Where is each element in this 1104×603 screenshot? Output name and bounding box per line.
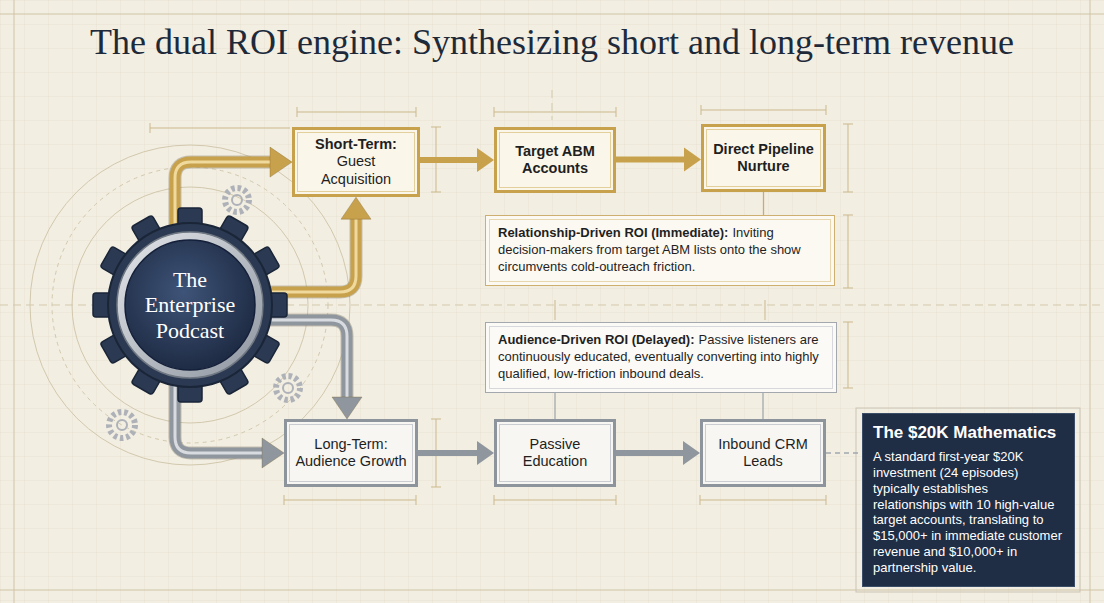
arrow-head [683,441,700,465]
arrow-head [684,148,701,172]
pipe-outline [260,217,356,292]
process-box: Short-Term:Guest Acquisition [292,127,420,197]
node-text: A standard first-year $20K investment (2… [873,449,1064,576]
process-box: Inbound CRM Leads [700,419,826,487]
connector [763,192,764,215]
process-box: Target ABM Accounts [494,127,616,193]
node-heading: Short-Term: [315,136,397,153]
connector-line [826,452,862,453]
connector-line [616,450,685,456]
node-heading: The $20K Mathematics [873,423,1064,443]
node-heading: Audience-Driven ROI (Delayed): [498,332,695,347]
connector [260,320,362,419]
node-text: Passive Education [503,436,607,471]
pipe-outline [260,320,347,399]
node-text: The Enterprise Podcast [130,267,250,343]
arrow-head [262,438,284,468]
pipe-highlight [260,217,356,292]
arrow-head [332,397,362,419]
connector-line [616,157,686,163]
small-gears [109,188,300,438]
node-text: Guest Acquisition [301,153,411,188]
connector [616,148,701,172]
connector [420,148,494,172]
callout-box: Audience-Driven ROI (Delayed):Passive li… [485,322,837,393]
connector-line [762,393,763,419]
node-text: Audience Growth [295,453,406,470]
node-text: Inbound CRM Leads [709,436,817,471]
podcast-gear: The Enterprise Podcast [90,205,290,405]
process-box: Long-Term:Audience Growth [284,419,418,487]
connector [616,441,700,465]
node-text: Direct Pipeline Nurture [710,141,817,176]
process-box: Passive Education [494,419,616,487]
connector-line [554,393,555,419]
node-text: Target ABM Accounts [503,143,607,178]
arrow-head [477,441,494,465]
arrow-head [477,148,494,172]
arrow-head [270,147,292,177]
connector [418,441,494,465]
panel-frame [856,408,1080,592]
node-heading: Relationship-Driven ROI (Immediate): [498,225,728,240]
connector-line [763,192,764,215]
arrow-head [341,197,371,219]
connector [763,393,764,419]
pipe [260,217,356,292]
callout-box: Relationship-Driven ROI (Immediate):Invi… [485,215,835,286]
process-box: Direct Pipeline Nurture [701,124,826,192]
connector-line [420,157,479,163]
connector [826,453,862,454]
diagram-title: The dual ROI engine: Synthesizing short … [10,22,1094,63]
node-heading: Long-Term: [314,436,387,453]
connector [260,197,371,292]
pipe [260,320,347,399]
connector-line [418,450,479,456]
pipe-highlight [260,320,347,399]
info-panel: The $20K Mathematics A standard first-yea… [862,413,1075,587]
connector [555,393,556,419]
